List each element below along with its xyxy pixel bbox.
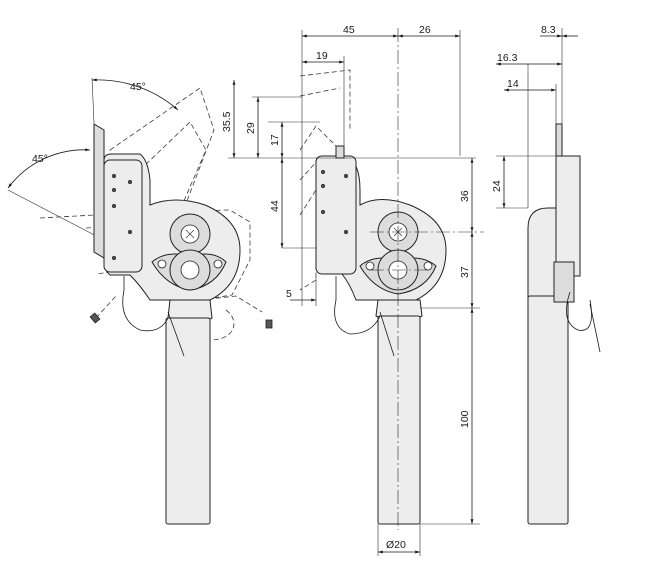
cam-wing-hole-right (213, 259, 223, 269)
label-100: 100 (459, 410, 471, 428)
profile-cable (566, 291, 592, 331)
label-17: 17 (269, 134, 281, 146)
front-wing-hole-right (423, 261, 433, 271)
profile-shaft (527, 295, 569, 525)
handle-plate (93, 123, 105, 259)
front-shaft (377, 315, 421, 525)
front-housing-holes (320, 169, 348, 234)
front-rotated-outline-3 (299, 125, 341, 151)
shaft (165, 317, 211, 525)
side-view-rotation: 45° 45° (7, 77, 273, 525)
label-diameter: Ø20 (386, 539, 406, 551)
label-29: 29 (245, 122, 257, 134)
front-view: 45 26 19 35.5 29 17 44 5 36 37 100 Ø20 (221, 24, 484, 556)
front-cable (334, 276, 381, 335)
rotated-outline-left (39, 209, 251, 301)
profile-label-24: 24 (491, 180, 503, 192)
angle-arc-left (7, 148, 91, 189)
cable-tip-rotated-2 (265, 319, 273, 329)
front-rotated-outline-4 (299, 159, 319, 181)
label-36: 36 (459, 190, 471, 202)
profile-label-8-3: 8.3 (541, 24, 556, 36)
cam-wing-hole-left (157, 259, 167, 269)
cable-rotated (95, 295, 117, 319)
profile-cam-block (553, 261, 575, 303)
cable-end (167, 311, 185, 357)
angle-label-top: 45° (130, 81, 146, 93)
label-37: 37 (459, 266, 471, 278)
front-rotated-outline-5 (299, 188, 317, 291)
front-top-tab (335, 145, 345, 159)
profile-housing (555, 155, 581, 277)
label-5: 5 (286, 288, 292, 300)
lower-cam-hub (180, 260, 200, 280)
angle-ext-line (91, 77, 95, 124)
profile-cable-end (589, 303, 601, 353)
label-26: 26 (419, 24, 431, 36)
label-44: 44 (269, 200, 281, 212)
front-rotated-outline (299, 69, 351, 130)
profile-view: 8.3 16.3 14 24 (491, 24, 601, 525)
angle-label-left: 45° (32, 153, 48, 165)
angle-ext-line-2 (7, 189, 105, 241)
label-45: 45 (343, 24, 355, 36)
housing-holes (112, 173, 132, 260)
profile-label-16-3: 16.3 (497, 52, 518, 64)
front-rotated-outline-2 (299, 87, 341, 97)
label-19: 19 (316, 50, 328, 62)
front-cable-end (379, 311, 395, 357)
upper-cam-key (185, 229, 195, 239)
profile-label-14: 14 (507, 78, 519, 90)
rotated-outline-up-2 (139, 121, 207, 211)
cable (122, 276, 169, 332)
angle-arc-top (91, 78, 179, 111)
lock-housing (103, 159, 143, 273)
label-35-5: 35.5 (221, 111, 233, 132)
cable-tip-rotated (89, 312, 101, 324)
front-wing-hole-left (365, 261, 375, 271)
